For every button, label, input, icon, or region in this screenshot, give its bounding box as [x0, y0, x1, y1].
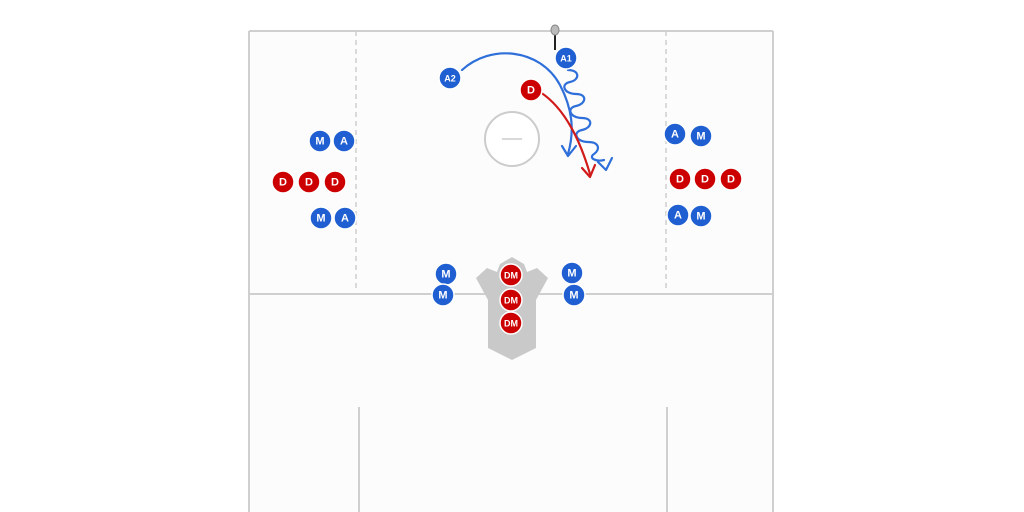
player-token-d: D: [693, 167, 717, 191]
player-circle: [554, 46, 578, 70]
player-circle: [271, 170, 295, 194]
player-circle: [499, 263, 523, 287]
player-token-m: M: [689, 124, 713, 148]
player-circle: [666, 203, 690, 227]
whistle-icon: [550, 24, 560, 50]
player-token-dm: DM: [499, 263, 523, 287]
player-token-a: A: [666, 203, 690, 227]
player-token-m: M: [431, 283, 455, 307]
player-token-m: M: [562, 283, 586, 307]
player-circle: [297, 170, 321, 194]
player-label: D: [331, 177, 339, 189]
player-label: D: [676, 174, 684, 186]
player-label: M: [316, 213, 325, 225]
player-circle: [333, 206, 357, 230]
player-circle: [499, 288, 523, 312]
player-token-a: A: [663, 122, 687, 146]
player-token-d: D: [519, 78, 543, 102]
player-label: A1: [560, 54, 572, 64]
player-label: A: [671, 129, 679, 141]
player-token-dm: DM: [499, 311, 523, 335]
a1-dodge-path: [563, 68, 606, 162]
player-token-d: D: [668, 167, 692, 191]
player-label: DM: [504, 271, 518, 281]
player-label: M: [438, 290, 447, 302]
player-token-d: D: [719, 167, 743, 191]
player-token-dm: DM: [499, 288, 523, 312]
player-label: M: [696, 131, 705, 143]
player-token-m: M: [689, 204, 713, 228]
player-label: DM: [504, 296, 518, 306]
player-circle: [693, 167, 717, 191]
player-token-m: M: [309, 206, 333, 230]
player-label: D: [279, 177, 287, 189]
player-label: A: [341, 213, 349, 225]
player-token-a1: A1: [554, 46, 578, 70]
a1-dodge-arrowhead: [596, 156, 614, 172]
player-label: A: [340, 136, 348, 148]
player-token-a: A: [332, 129, 356, 153]
player-circle: [438, 66, 462, 90]
player-label: M: [567, 268, 576, 280]
player-circle: [519, 78, 543, 102]
player-label: M: [696, 211, 705, 223]
a2-cut-arrowhead: [560, 144, 578, 158]
goal-crease: [484, 111, 540, 167]
player-label: DM: [504, 319, 518, 329]
player-circle: [431, 283, 455, 307]
player-circle: [499, 311, 523, 335]
player-circle: [719, 167, 743, 191]
restraining-lines: [355, 31, 667, 290]
player-circle: [562, 283, 586, 307]
player-label: D: [701, 174, 709, 186]
player-label: A2: [444, 74, 456, 84]
player-circle: [332, 129, 356, 153]
player-circle: [689, 204, 713, 228]
player-circle: [308, 129, 332, 153]
player-label: M: [569, 290, 578, 302]
player-label: A: [674, 210, 682, 222]
player-token-a2: A2: [438, 66, 462, 90]
player-token-d: D: [271, 170, 295, 194]
d-pursuit-path: [538, 90, 592, 176]
player-label: D: [727, 174, 735, 186]
player-token-d: D: [297, 170, 321, 194]
player-circle: [309, 206, 333, 230]
player-label: D: [527, 85, 535, 97]
player-token-m: M: [434, 262, 458, 286]
movement-paths: [460, 52, 614, 179]
player-token-d: D: [323, 170, 347, 194]
player-token-m: M: [560, 261, 584, 285]
player-token-m: M: [308, 129, 332, 153]
d-pursuit-arrowhead: [580, 163, 597, 179]
player-circle: [668, 167, 692, 191]
player-label: M: [315, 136, 324, 148]
player-circle: [663, 122, 687, 146]
player-circle: [689, 124, 713, 148]
player-label: D: [305, 177, 313, 189]
player-label: M: [441, 269, 450, 281]
player-token-a: A: [333, 206, 357, 230]
player-circle: [323, 170, 347, 194]
